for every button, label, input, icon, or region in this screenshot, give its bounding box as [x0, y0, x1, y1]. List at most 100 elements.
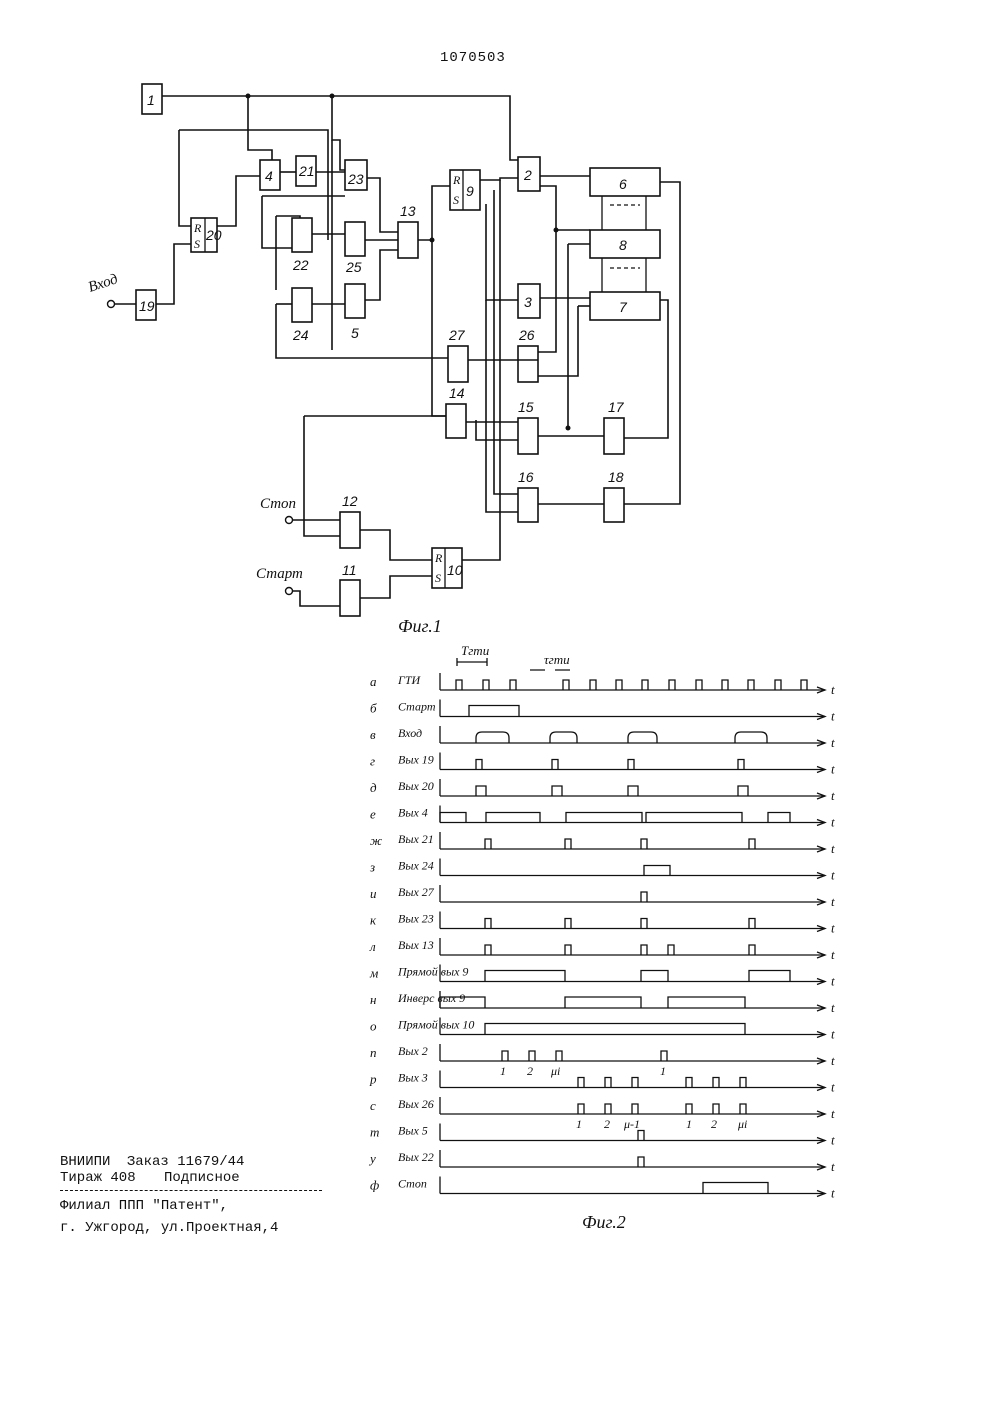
pulse-15-0	[578, 1078, 584, 1088]
row-letter-7: з	[369, 860, 375, 875]
pulse-8-0	[641, 892, 647, 902]
pulse-0-8	[696, 680, 702, 690]
rs-r-10: R	[434, 551, 443, 565]
row-label-0: ГТИ	[397, 673, 422, 687]
pulse-16-3	[686, 1104, 692, 1114]
t-label-10: t	[831, 947, 835, 962]
label-16: 16	[518, 469, 534, 485]
label-10: 10	[447, 562, 463, 578]
out3-label-4: 2	[711, 1117, 717, 1131]
row-label-10: Вых 13	[398, 938, 434, 952]
pulse-4-3	[738, 786, 748, 796]
fig1-caption: Фиг.1	[398, 616, 442, 636]
pulse-10-2	[641, 945, 647, 955]
pulse-5-0	[440, 813, 466, 823]
pulse-10-0	[485, 945, 491, 955]
pulse-9-2	[641, 919, 647, 929]
row-letter-19: ф	[370, 1178, 379, 1193]
row-letter-3: г	[370, 754, 375, 769]
t-label-8: t	[831, 894, 835, 909]
row-letter-10: л	[369, 939, 376, 954]
t-label-6: t	[831, 841, 835, 856]
block-17	[604, 418, 624, 454]
label-25: 25	[345, 259, 362, 275]
pulse-13-0	[485, 1024, 745, 1035]
label-4: 4	[265, 168, 273, 184]
label-14: 14	[449, 385, 465, 401]
pulse-9-0	[485, 919, 491, 929]
label-13: 13	[400, 203, 416, 219]
label-12: 12	[342, 493, 358, 509]
block-18	[604, 488, 624, 522]
footer-address: г. Ужгород, ул.Проектная,4	[60, 1220, 278, 1236]
row-letter-16: с	[370, 1098, 376, 1113]
row-letter-18: у	[368, 1151, 376, 1166]
pulse-0-5	[616, 680, 622, 690]
pulse-14-2	[556, 1051, 562, 1061]
out3-label-3: 1	[686, 1117, 692, 1131]
rs-r-20: R	[193, 221, 202, 235]
row-letter-5: е	[370, 807, 376, 822]
pulse-0-11	[775, 680, 781, 690]
pulse-width-label: τгти	[544, 652, 570, 667]
pulse-14-0	[502, 1051, 508, 1061]
t-label-3: t	[831, 762, 835, 777]
input-label: Вход	[86, 271, 120, 296]
label-6: 6	[619, 176, 627, 192]
t-label-0: t	[831, 682, 835, 697]
block-22	[292, 218, 312, 252]
footer-subscription: Подписное	[164, 1170, 240, 1186]
pulse-5-4	[768, 813, 790, 823]
pulse-19-0	[703, 1183, 768, 1194]
label-7: 7	[619, 299, 628, 315]
row-label-4: Вых 20	[398, 779, 434, 793]
row-label-6: Вых 21	[398, 832, 434, 846]
label-27: 27	[448, 327, 466, 343]
row-label-14: Вых 2	[398, 1044, 428, 1058]
pulse-2-1	[550, 732, 577, 743]
pulse-15-4	[713, 1078, 719, 1088]
rs-s-10: S	[435, 571, 441, 585]
rs-s-9: S	[453, 193, 459, 207]
row-letter-4: д	[370, 780, 377, 795]
row-letter-8: и	[370, 886, 377, 901]
out3-label-1: 2	[604, 1117, 610, 1131]
block-11	[340, 580, 360, 616]
pulse-16-0	[578, 1104, 584, 1114]
label-17: 17	[608, 399, 625, 415]
pulse-15-5	[740, 1078, 746, 1088]
t-label-4: t	[831, 788, 835, 803]
pulse-0-9	[722, 680, 728, 690]
t-label-16: t	[831, 1106, 835, 1121]
label-8: 8	[619, 237, 627, 253]
pulse-5-1	[486, 813, 540, 823]
label-18: 18	[608, 469, 624, 485]
row-letter-13: о	[370, 1019, 377, 1034]
label-5: 5	[351, 325, 359, 341]
pulse-11-1	[641, 971, 668, 982]
pulse-15-3	[686, 1078, 692, 1088]
stop-label: Стоп	[260, 496, 296, 512]
pulse-10-3	[668, 945, 674, 955]
row-label-3: Вых 19	[398, 753, 434, 767]
t-label-7: t	[831, 868, 835, 883]
block-24	[292, 288, 312, 322]
start-label: Старт	[256, 566, 303, 582]
pulse-15-1	[605, 1078, 611, 1088]
t-label-18: t	[831, 1159, 835, 1174]
pulse-10-4	[749, 945, 755, 955]
pulse-0-0	[456, 680, 462, 690]
row-letter-15: р	[369, 1072, 377, 1087]
out3-label-2: μ-1	[623, 1117, 640, 1131]
pulse-2-2	[628, 732, 657, 743]
label-1: 1	[147, 92, 155, 108]
pulse-6-2	[641, 839, 647, 849]
pulse-4-0	[476, 786, 486, 796]
row-label-13: Прямой вых 10	[397, 1018, 474, 1032]
row-letter-14: п	[370, 1045, 377, 1060]
period-label: Тгти	[461, 643, 490, 658]
pulse-15-2	[632, 1078, 638, 1088]
block-16	[518, 488, 538, 522]
t-label-11: t	[831, 974, 835, 989]
pulse-0-12	[801, 680, 807, 690]
